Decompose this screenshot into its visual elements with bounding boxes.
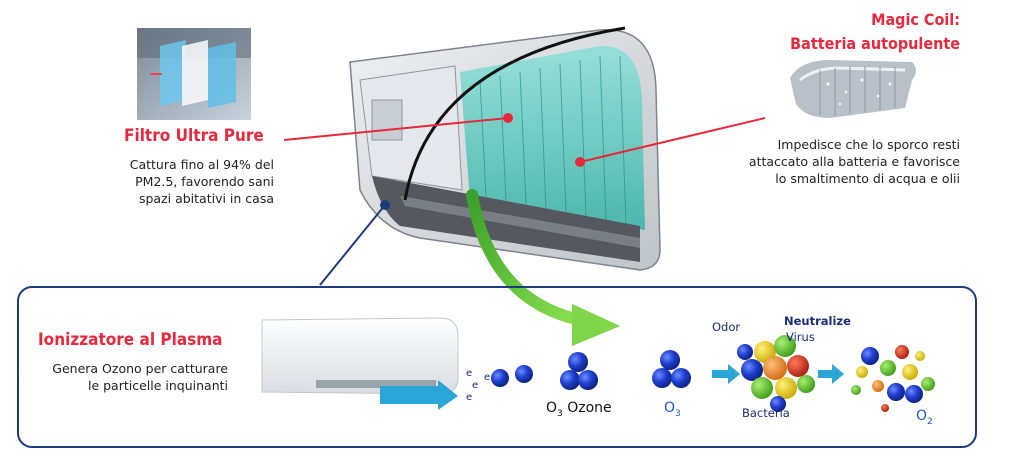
- filter-callout-line: [283, 117, 509, 141]
- o3-symbol: O: [664, 400, 676, 416]
- filter-desc-line: PM2.5, favorendo sani: [135, 174, 274, 189]
- o2-scatter: [851, 345, 935, 412]
- ozone-molecules-small: [491, 365, 533, 387]
- filter-desc-line: spazi abitativi in casa: [138, 191, 274, 206]
- coil-callout-line: [579, 117, 766, 163]
- ozone-molecule-o3-second: [652, 350, 691, 388]
- filter-title: Filtro Ultra Pure: [124, 126, 264, 146]
- odor-label: Odor: [712, 320, 741, 334]
- plasma-desc-line: Genera Ozono per catturare: [52, 361, 228, 376]
- ozone-symbol: O: [546, 400, 558, 416]
- plasma-frame: [17, 286, 977, 448]
- magic-coil-description: Impedisce che lo sporco resti attaccato …: [730, 136, 960, 187]
- white-ac-unit: [261, 317, 459, 410]
- electron-label: e: [472, 380, 479, 391]
- arrow-to-o2: [818, 364, 844, 384]
- coil-desc-line: lo smaltimento di acqua e olii: [775, 171, 960, 186]
- magic-coil-title-line1: Magic Coil:: [871, 10, 960, 29]
- o2-subscript: 2: [927, 416, 933, 427]
- ac-unit-cutaway: [349, 29, 661, 271]
- ozone-molecule-o3: [560, 352, 598, 390]
- plasma-description: Genera Ozono per catturare le particelle…: [28, 360, 228, 394]
- plasma-title: Ionizzatore al Plasma: [38, 330, 223, 350]
- electron-label: e: [484, 372, 491, 383]
- neutralize-label: Neutralize: [784, 314, 851, 328]
- filter-desc-line: Cattura fino al 94% del: [129, 157, 274, 172]
- coil-desc-line: attaccato alla batteria e favorisce: [748, 154, 960, 169]
- bacteria-label: Bacteria: [742, 406, 790, 420]
- plasma-callout-dot: [380, 200, 390, 210]
- coil-photo: [790, 60, 916, 118]
- ozone-label: O3 Ozone: [546, 400, 612, 419]
- o3-subscript: 3: [675, 408, 681, 419]
- filter-callout-dot: [503, 113, 513, 123]
- magic-coil-title-line2: Batteria autopulente: [790, 34, 960, 53]
- arrow-to-pollutants: [712, 364, 740, 384]
- o2-symbol: O: [916, 408, 928, 424]
- ozone-word: Ozone: [567, 400, 612, 416]
- ozone-subscript: 3: [557, 408, 563, 419]
- plasma-desc-line: le particelle inquinanti: [87, 378, 228, 393]
- coil-callout-dot: [575, 157, 585, 167]
- virus-label: Virus: [786, 330, 815, 344]
- o3-label: O3: [664, 400, 681, 419]
- electron-label: e: [466, 368, 473, 379]
- filter-photo: [137, 28, 251, 120]
- dark-arc: [403, 26, 626, 201]
- plasma-callout-line: [319, 204, 386, 286]
- coil-desc-line: Impedisce che lo sporco resti: [777, 137, 960, 152]
- green-arrow-head: [572, 304, 620, 346]
- filter-description: Cattura fino al 94% del PM2.5, favorendo…: [104, 156, 274, 207]
- o2-label: O2: [916, 408, 933, 427]
- electron-label: e: [466, 392, 473, 403]
- pollutant-cluster: [737, 335, 815, 412]
